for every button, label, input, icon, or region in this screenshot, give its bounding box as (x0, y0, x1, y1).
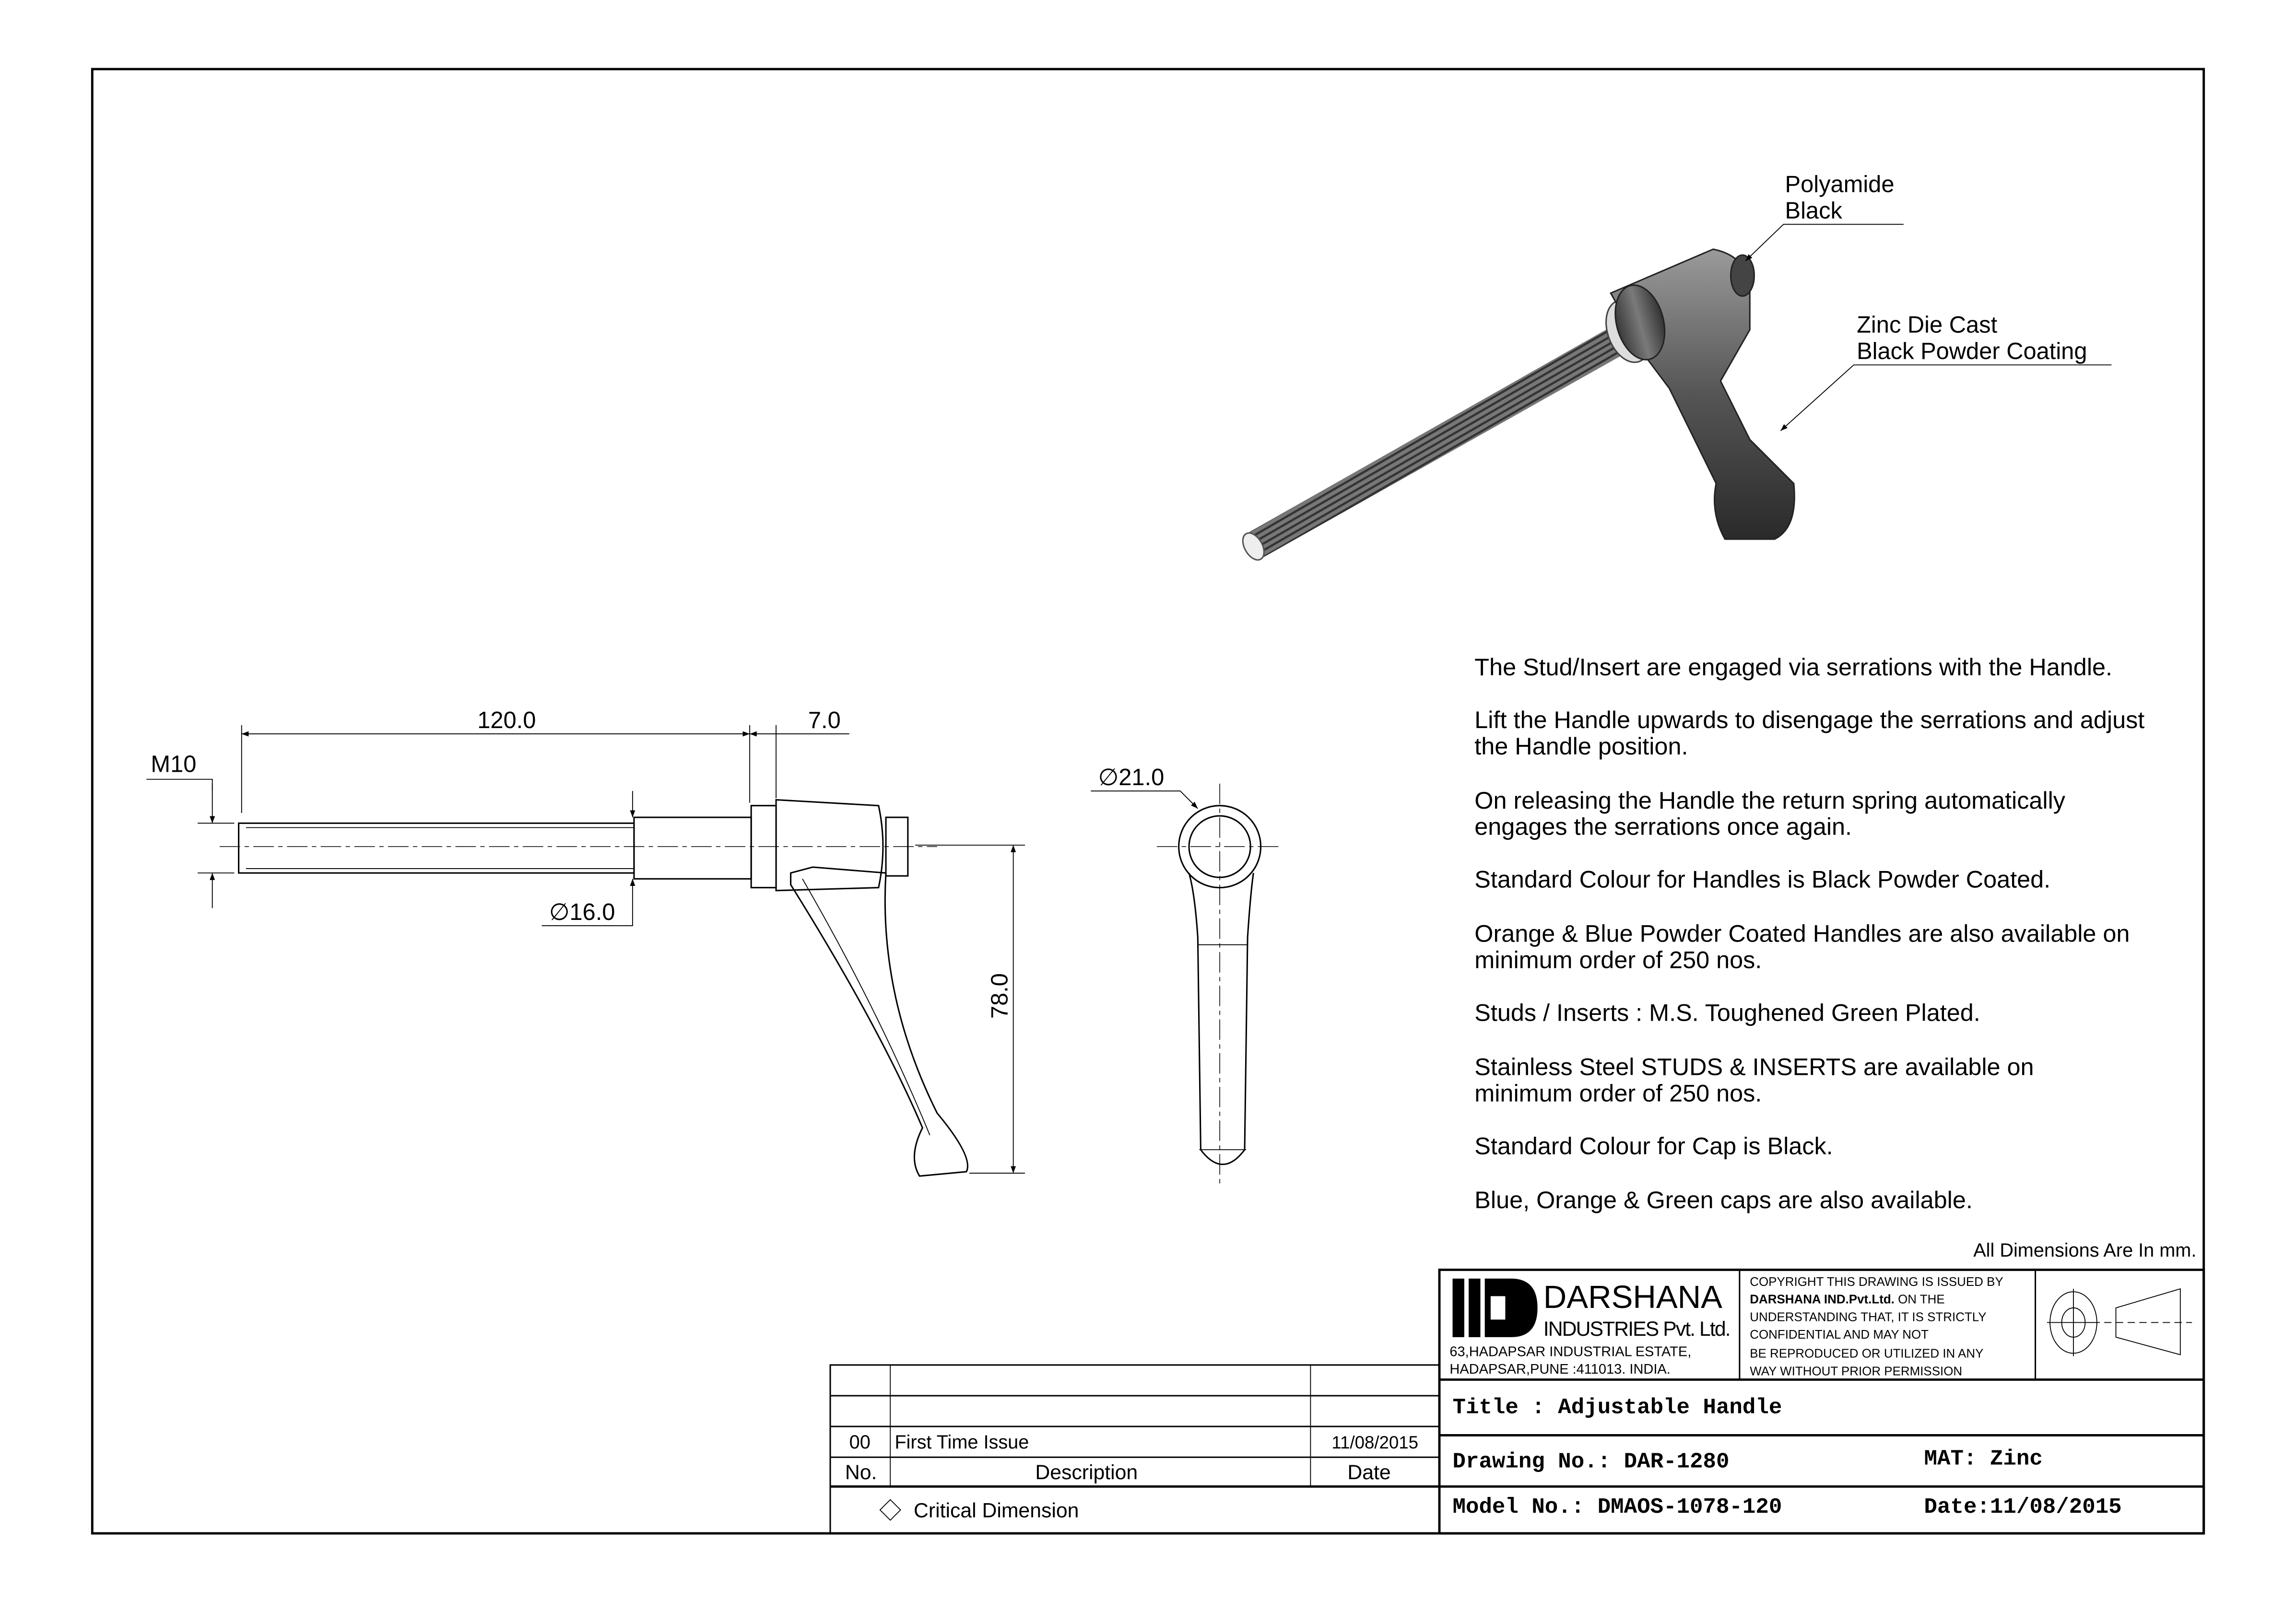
revision-row: 00 First Time Issue 11/08/2015 (849, 1432, 1418, 1453)
front-view: 120.0 7.0 M10 ∅16.0 78.0 (146, 707, 1025, 1177)
company-logo (1452, 1278, 1538, 1337)
dim-height: 78.0 (987, 973, 1013, 1019)
company-sub: INDUSTRIES Pvt. Ltd. (1543, 1318, 1731, 1341)
note-line: Standard Colour for Cap is Black. (1474, 1132, 1833, 1159)
note-line: The Stud/Insert are engaged via serratio… (1474, 653, 2112, 681)
note-line: Orange & Blue Powder Coated Handles are … (1474, 920, 2130, 947)
note-line: On releasing the Handle the return sprin… (1474, 787, 2066, 814)
note-line: Standard Colour for Handles is Black Pow… (1474, 866, 2050, 893)
copyright-line: UNDERSTANDING THAT, IT IS STRICTLY (1750, 1310, 1986, 1324)
copyright-company: DARSHANA IND.Pvt.Ltd. (1750, 1293, 1895, 1307)
projection-symbol-icon (2047, 1288, 2192, 1356)
note-line: minimum order of 250 nos. (1474, 946, 1762, 974)
drawing-number: Drawing No.: DAR-1280 (1453, 1449, 1730, 1474)
copyright-line: WAY WITHOUT PRIOR PERMISSION (1750, 1365, 1962, 1378)
units-note: All Dimensions Are In mm. (1973, 1240, 2196, 1261)
note-line: Studs / Inserts : M.S. Toughened Green P… (1474, 999, 1980, 1026)
dim-thread: M10 (151, 751, 196, 777)
callout-text: Black (1785, 198, 1843, 224)
notes: The Stud/Insert are engaged via serratio… (1474, 653, 2196, 1261)
callout-text: Zinc Die Cast (1857, 312, 1997, 338)
callout-handle: Zinc Die Cast Black Powder Coating (1780, 312, 2112, 431)
copyright-line: BE REPRODUCED OR UTILIZED IN ANY (1750, 1347, 1983, 1361)
header-no: No. (845, 1461, 877, 1484)
rev-description: First Time Issue (895, 1432, 1029, 1453)
header-date: Date (1347, 1461, 1390, 1484)
company-address: HADAPSAR,PUNE :411013. INDIA. (1449, 1362, 1670, 1377)
note-line: engages the serrations once again. (1474, 813, 1852, 840)
dim-length: 120.0 (477, 707, 536, 733)
rev-no: 00 (849, 1432, 871, 1453)
rev-date: 11/08/2015 (1331, 1433, 1418, 1452)
note-line: minimum order of 250 nos. (1474, 1079, 1762, 1107)
critical-dimension-label: Critical Dimension (914, 1499, 1079, 1522)
callout-cap: Polyamide Black (1745, 172, 1904, 261)
copyright-notice: COPYRIGHT THIS DRAWING IS ISSUED BY DARS… (1750, 1275, 2003, 1378)
note-line: Stainless Steel STUDS & INSERTS are avai… (1474, 1053, 2034, 1080)
header-description: Description (1035, 1461, 1138, 1484)
callout-text: Black Powder Coating (1857, 339, 2087, 365)
drawing-title: Title : Adjustable Handle (1453, 1395, 1782, 1420)
note-line: the Handle position. (1474, 732, 1688, 760)
company-address: 63,HADAPSAR INDUSTRIAL ESTATE, (1449, 1344, 1691, 1360)
note-line: Blue, Orange & Green caps are also avail… (1474, 1186, 1973, 1213)
dim-head-dia: ∅21.0 (1098, 765, 1165, 790)
isometric-render (1242, 248, 1795, 561)
side-view: ∅21.0 (1091, 765, 1283, 1187)
copyright-line: COPYRIGHT THIS DRAWING IS ISSUED BY (1750, 1275, 2003, 1289)
title-block: DARSHANA INDUSTRIES Pvt. Ltd. 63,HADAPSA… (1438, 1269, 2205, 1535)
company-name: DARSHANA (1543, 1279, 1722, 1315)
callout-text: Polyamide (1785, 172, 1895, 198)
dim-collar: 7.0 (808, 707, 841, 733)
model-number: Model No.: DMAOS-1078-120 (1453, 1495, 1782, 1519)
copyright-line: DARSHANA IND.Pvt.Ltd. ON THE (1750, 1293, 1944, 1307)
copyright-text: ON THE (1895, 1293, 1945, 1307)
drawing-date: Date:11/08/2015 (1924, 1495, 2122, 1519)
material: MAT: Zinc (1924, 1447, 2043, 1472)
revision-table: 00 First Time Issue 11/08/2015 No. Descr… (829, 1364, 1440, 1534)
copyright-line: CONFIDENTIAL AND MAY NOT (1750, 1328, 1929, 1342)
dim-bore: ∅16.0 (549, 899, 615, 925)
note-line: Lift the Handle upwards to disengage the… (1474, 706, 2144, 733)
diamond-icon (879, 1499, 901, 1521)
